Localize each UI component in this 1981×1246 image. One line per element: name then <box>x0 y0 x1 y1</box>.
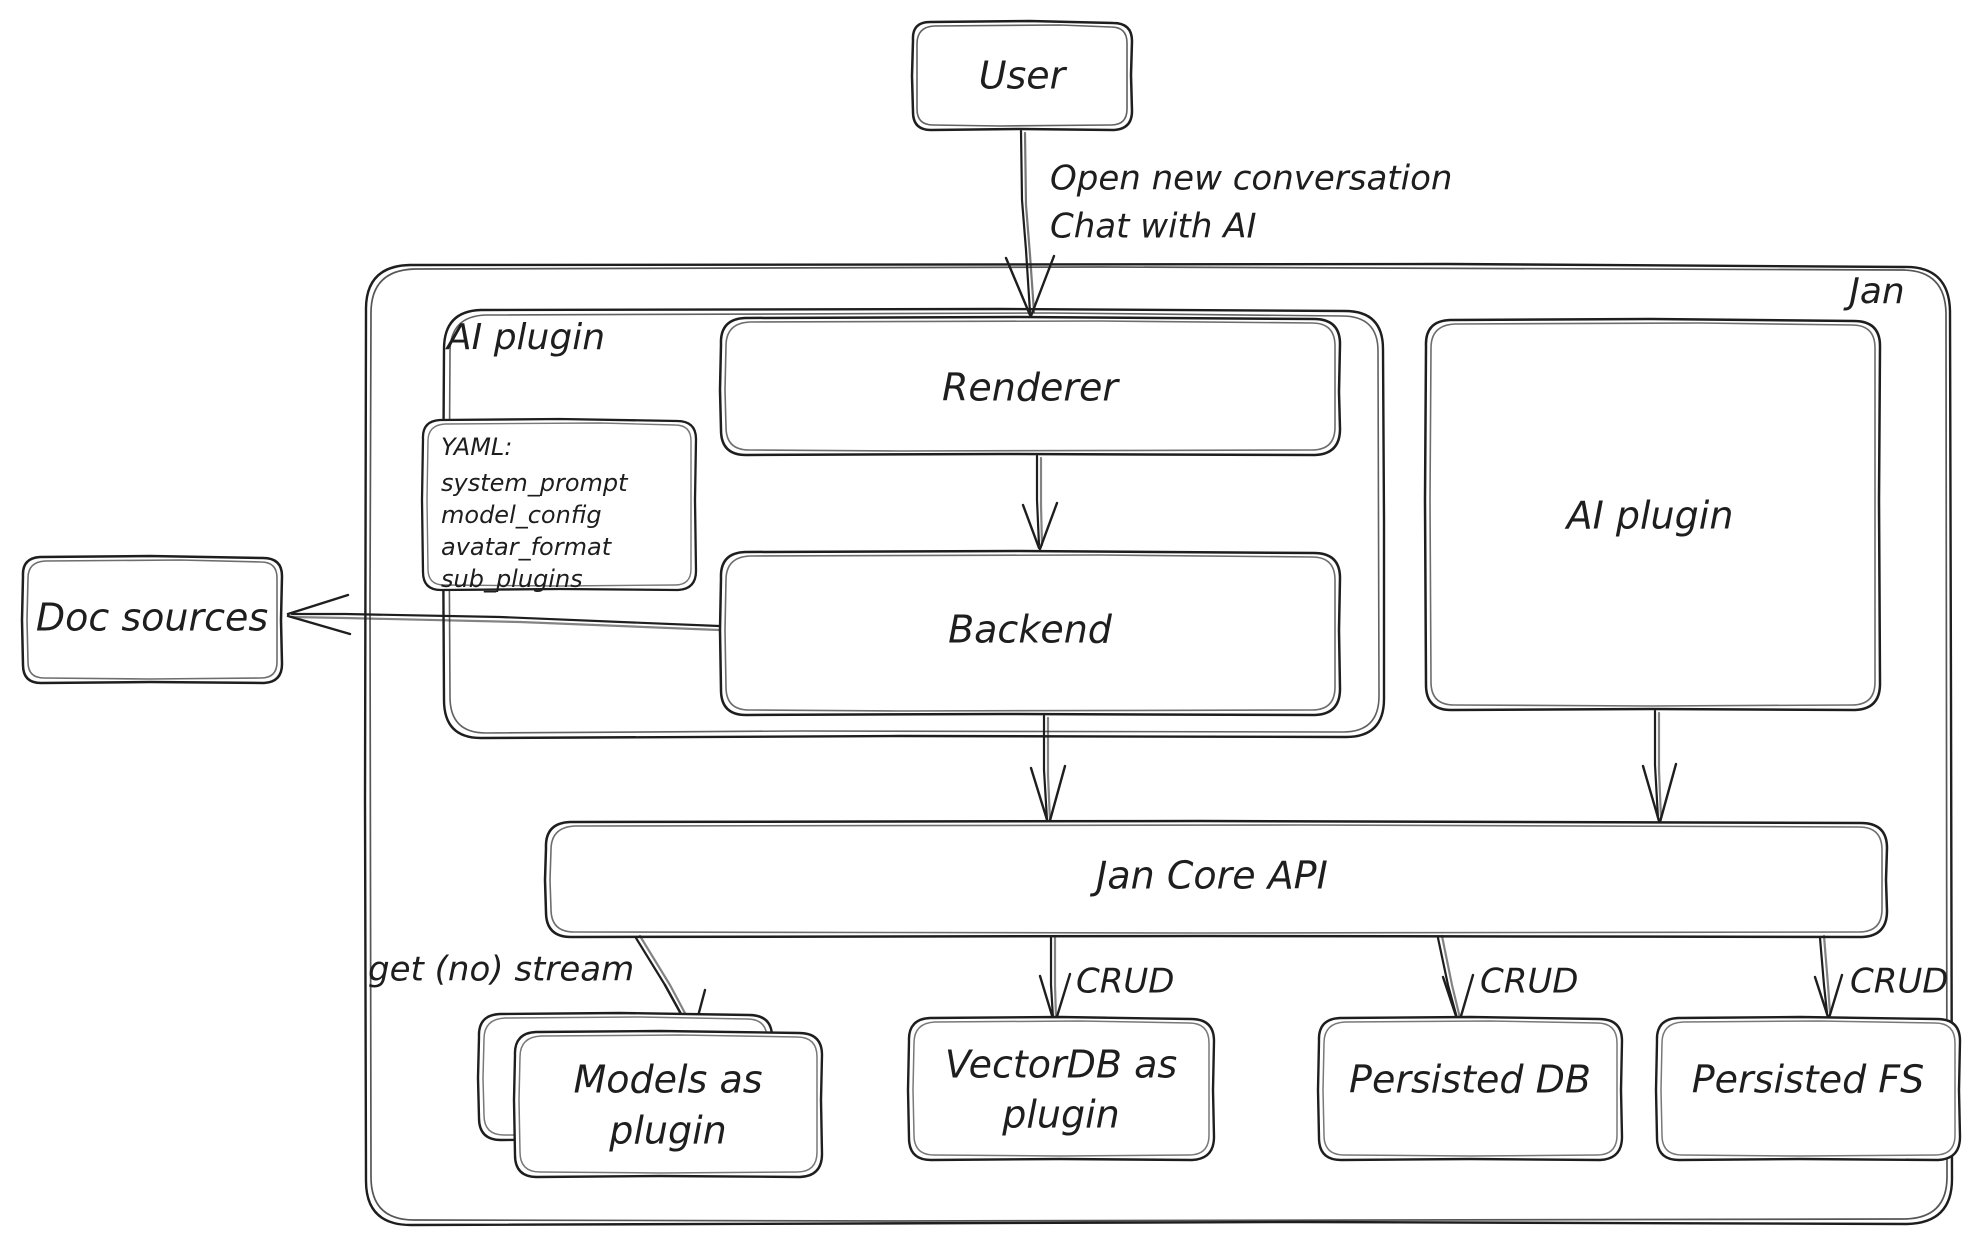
yaml-config-card[interactable]: YAML: system_prompt model_config avatar_… <box>420 417 698 593</box>
edge-core-api-to-vectordb: CRUD <box>1038 934 1174 1025</box>
edge-core-api-to-persisted-db-label: CRUD <box>1480 962 1578 1002</box>
edge-core-api-to-models-label: get (no) stream <box>368 950 634 990</box>
yaml-card-key-0: system_prompt <box>441 469 629 497</box>
node-jan-core-api[interactable]: Jan Core API <box>543 819 1889 939</box>
node-vectordb-as-plugin-label-line1: VectorDB as <box>945 1043 1177 1087</box>
yaml-card-header: YAML: <box>441 433 512 461</box>
node-jan-core-api-label: Jan Core API <box>1089 854 1328 898</box>
node-models-as-plugin[interactable]: Models as plugin <box>476 1011 824 1179</box>
node-persisted-db-label: Persisted DB <box>1349 1058 1591 1102</box>
edge-core-api-to-persisted-fs-label: CRUD <box>1850 962 1948 1002</box>
edge-renderer-to-backend <box>1021 454 1059 551</box>
node-vectordb-as-plugin[interactable]: VectorDB as plugin <box>906 1015 1216 1162</box>
group-ai-plugin-label: AI plugin <box>445 317 605 358</box>
node-persisted-db[interactable]: Persisted DB <box>1316 1015 1624 1162</box>
node-models-as-plugin-label-line2: plugin <box>608 1109 727 1153</box>
edge-core-api-to-persisted-db: CRUD <box>1436 934 1578 1025</box>
node-user[interactable]: User <box>910 19 1134 132</box>
group-jan-label: Jan <box>1843 271 1905 312</box>
yaml-card-key-2: avatar_format <box>441 533 613 561</box>
node-vectordb-as-plugin-label-line2: plugin <box>1001 1093 1120 1137</box>
node-user-label: User <box>979 54 1068 98</box>
node-backend[interactable]: Backend <box>718 549 1342 717</box>
node-ai-plugin-label: AI plugin <box>1564 494 1734 538</box>
node-models-as-plugin-label-line1: Models as <box>573 1058 762 1102</box>
node-renderer-label: Renderer <box>942 366 1120 410</box>
node-renderer[interactable]: Renderer <box>718 315 1342 457</box>
edge-backend-to-doc-sources <box>286 593 721 636</box>
node-backend-label: Backend <box>948 608 1113 652</box>
node-persisted-fs-label: Persisted FS <box>1692 1058 1925 1102</box>
yaml-card-key-1: model_config <box>441 501 602 529</box>
edge-user-to-renderer-label-line1: Open new conversation <box>1050 159 1452 199</box>
node-persisted-fs[interactable]: Persisted FS <box>1654 1015 1962 1162</box>
edge-user-to-renderer-label-line2: Chat with AI <box>1050 207 1257 247</box>
edge-ai-plugin-to-core-api <box>1641 709 1678 824</box>
yaml-card-key-3: sub_plugins <box>441 565 583 593</box>
edge-core-api-to-persisted-fs: CRUD <box>1813 934 1948 1020</box>
edge-core-api-to-models: get (no) stream <box>368 934 707 1037</box>
edge-core-api-to-vectordb-label: CRUD <box>1076 962 1174 1002</box>
node-ai-plugin[interactable]: AI plugin <box>1423 317 1882 712</box>
edge-backend-to-core-api <box>1029 714 1067 826</box>
node-doc-sources[interactable]: Doc sources <box>20 554 284 685</box>
edge-user-to-renderer: Open new conversation Chat with AI <box>1004 129 1452 318</box>
node-doc-sources-label: Doc sources <box>36 596 268 640</box>
